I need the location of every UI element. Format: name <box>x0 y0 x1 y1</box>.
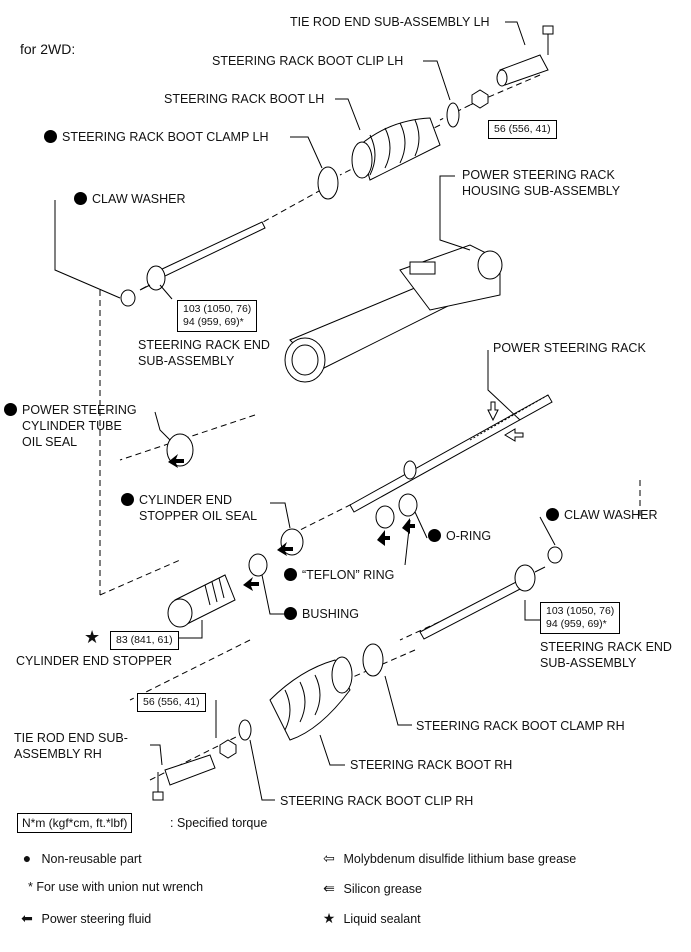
label-tie-rod-end-lh: TIE ROD END SUB-ASSEMBLY LH <box>290 15 490 29</box>
legend-sealant: ★ Liquid sealant <box>318 910 421 927</box>
non-reusable-icon <box>428 529 441 542</box>
non-reusable-icon <box>284 607 297 620</box>
fluid-arrows <box>168 454 415 591</box>
non-reusable-icon: ● <box>22 850 32 866</box>
label-boot-clamp-lh: STEERING RACK BOOT CLAMP LH <box>44 130 269 145</box>
boot-clamp-lh <box>317 166 339 200</box>
torque-box-rack-end-1: 103 (1050, 76) 94 (959, 69)* <box>177 300 258 332</box>
legend-union-nut: * For use with union nut wrench <box>28 880 204 894</box>
non-reusable-icon <box>284 568 297 581</box>
boot-clip-rh <box>238 719 252 741</box>
moly-arrows <box>487 401 524 442</box>
label-cyl-end-seal-1: CYLINDER END <box>121 493 232 508</box>
label-rack-end-1b: SUB-ASSEMBLY <box>138 354 235 368</box>
tie-rod-end-rh-shape <box>152 754 216 801</box>
o-ring-shape <box>398 493 418 517</box>
label-rack-end-2a: STEERING RACK END <box>540 640 672 654</box>
teflon-ring <box>375 505 395 529</box>
label-bushing: BUSHING <box>284 607 359 622</box>
label-cyl-oil-seal-2: CYLINDER TUBE <box>22 419 122 433</box>
legend-torque-desc: : Specified torque <box>170 816 268 830</box>
legend-moly: ⇦ Molybdenum disulfide lithium base grea… <box>318 850 576 867</box>
label-boot-clip-lh: STEERING RACK BOOT CLIP LH <box>212 54 404 68</box>
label-rack: POWER STEERING RACK <box>493 341 646 355</box>
nut-lh <box>471 89 489 109</box>
tie-rod-end-lh-shape <box>496 25 554 87</box>
non-reusable-icon <box>121 493 134 506</box>
liquid-sealant-star-icon: ★ <box>84 627 101 647</box>
label-tie-rod-end-rh-1: TIE ROD END SUB- <box>14 731 128 745</box>
label-boot-clip-rh: STEERING RACK BOOT CLIP RH <box>280 794 474 808</box>
non-reusable-icon <box>4 403 17 416</box>
label-cyl-end-seal-2: STOPPER OIL SEAL <box>139 509 258 523</box>
torque-box-rack-end-2: 103 (1050, 76) 94 (959, 69)* <box>540 602 621 634</box>
boot-clip-lh <box>446 102 460 128</box>
non-reusable-icon <box>44 130 57 143</box>
leader-lines <box>54 21 556 801</box>
cyl-end-stopper-shape <box>167 574 236 628</box>
ps-fluid-arrow-icon: ⬅ <box>21 910 33 926</box>
label-boot-rh: STEERING RACK BOOT RH <box>350 758 513 772</box>
label-claw-washer-2: CLAW WASHER <box>546 508 658 523</box>
moly-grease-arrow-icon: ⇦ <box>323 850 335 866</box>
boot-lh-shape <box>351 117 441 181</box>
liquid-sealant-star-icon: ★ <box>322 910 336 926</box>
label-tie-rod-end-rh-2: ASSEMBLY RH <box>14 747 102 761</box>
boot-rh-shape <box>269 656 353 741</box>
torque-value: 94 (959, 69)* <box>546 618 607 630</box>
label-cyl-oil-seal-1: POWER STEERING <box>4 403 137 418</box>
rack-shape <box>349 394 553 513</box>
label-teflon-ring: “TEFLON” RING <box>284 568 394 583</box>
label-rack-end-2b: SUB-ASSEMBLY <box>540 656 637 670</box>
label-cyl-oil-seal-3: OIL SEAL <box>22 435 78 449</box>
torque-box-tie-rod-rh: 56 (556, 41) <box>137 693 206 712</box>
label-housing-1: POWER STEERING RACK <box>462 168 615 182</box>
housing-shape <box>284 244 503 383</box>
torque-value: 103 (1050, 76) <box>183 303 252 315</box>
legend-non-reusable: ● Non-reusable part <box>16 850 142 866</box>
silicon-grease-arrow-icon: ⇚ <box>323 880 335 896</box>
claw-washer-2 <box>547 546 563 564</box>
torque-box-stopper: 83 (841, 61) <box>110 631 179 650</box>
boot-clamp-rh <box>362 643 384 677</box>
legend-ps-fluid: ⬅ Power steering fluid <box>16 910 151 927</box>
torque-box-tie-rod-lh: 56 (556, 41) <box>488 120 557 139</box>
rack-end-1-shape <box>139 221 266 291</box>
label-o-ring: O-RING <box>428 529 491 544</box>
label-claw-washer-1: CLAW WASHER <box>74 192 186 207</box>
rack-end-2-shape <box>419 564 546 640</box>
label-rack-end-1a: STEERING RACK END <box>138 338 270 352</box>
claw-washer-1 <box>120 289 136 307</box>
label-cyl-end-stopper: CYLINDER END STOPPER <box>16 654 173 668</box>
legend-silicon: ⇚ Silicon grease <box>318 880 422 897</box>
page-title: for 2WD: <box>20 41 76 57</box>
torque-value: 94 (959, 69)* <box>183 316 244 328</box>
non-reusable-icon <box>546 508 559 521</box>
bushing-shape <box>248 553 268 577</box>
non-reusable-icon <box>74 192 87 205</box>
label-boot-clamp-rh: STEERING RACK BOOT CLAMP RH <box>416 719 625 733</box>
torque-value: 103 (1050, 76) <box>546 605 615 617</box>
label-boot-lh: STEERING RACK BOOT LH <box>164 92 325 106</box>
nut-rh <box>219 739 237 759</box>
legend-torque-box: N*m (kgf*cm, ft.*lbf) <box>17 813 133 833</box>
label-housing-2: HOUSING SUB-ASSEMBLY <box>462 184 621 198</box>
